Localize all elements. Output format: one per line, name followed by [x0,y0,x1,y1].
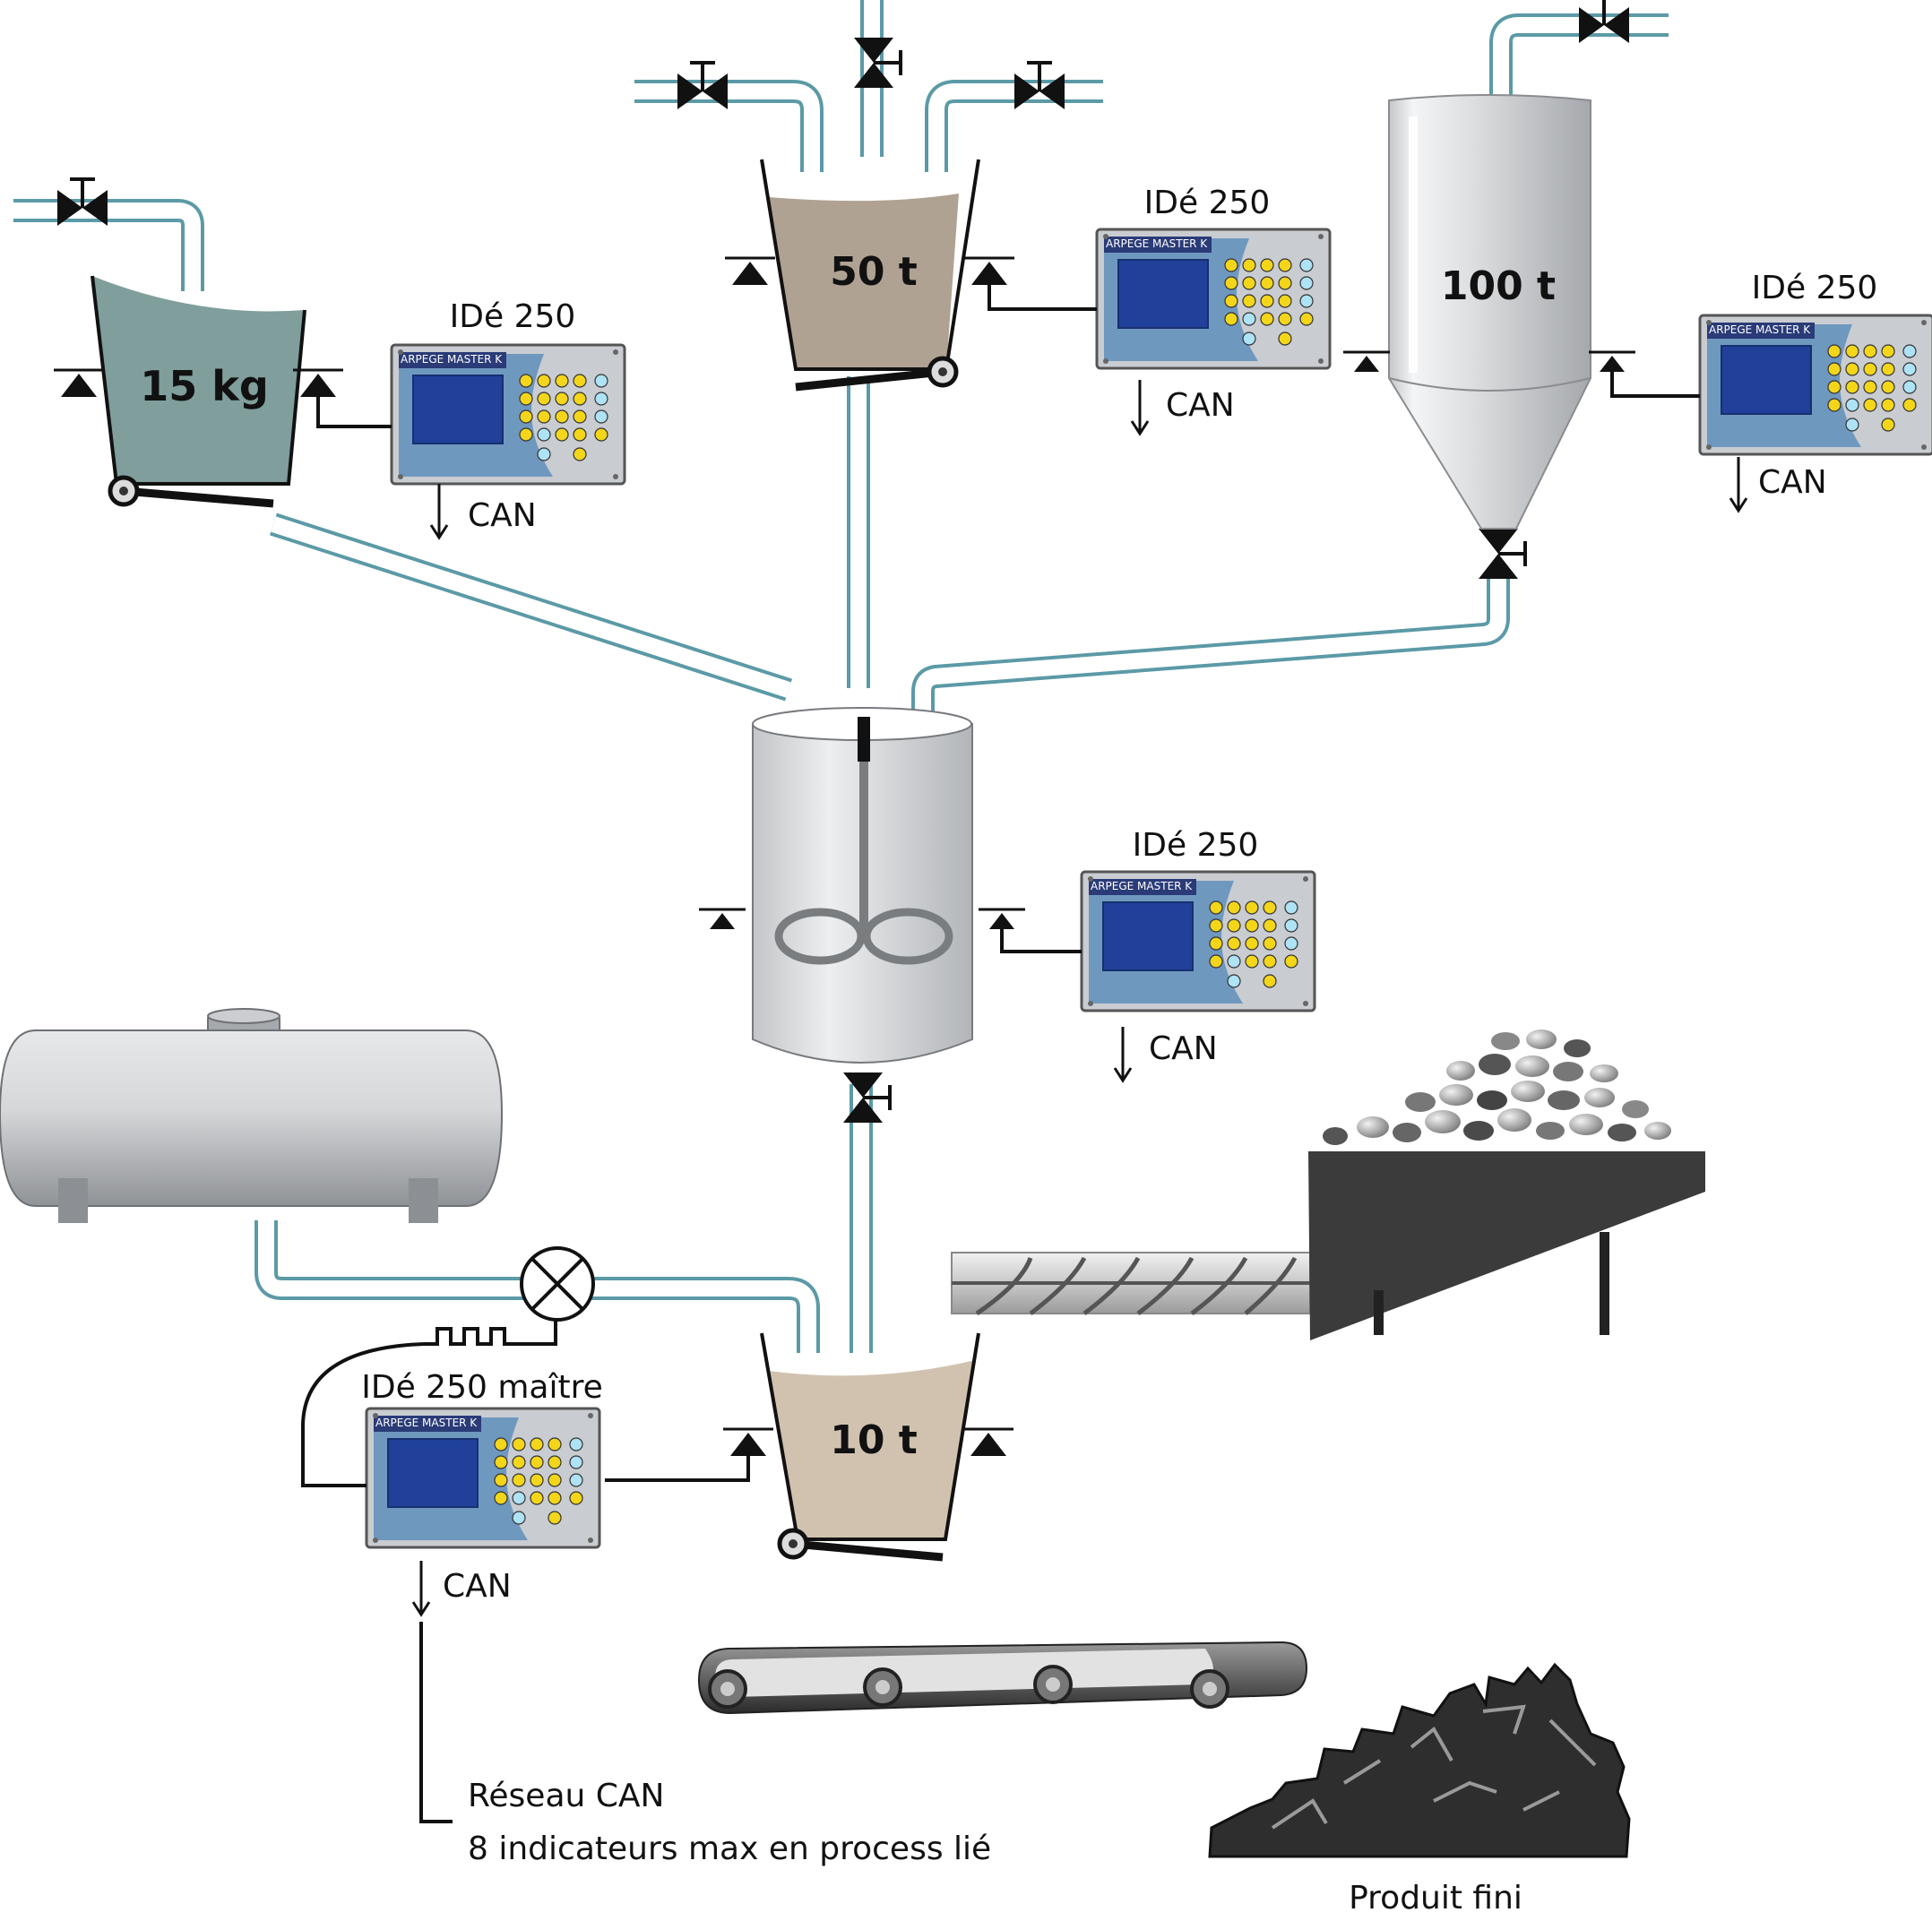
tank-15kg-label: 15 kg [140,362,269,410]
screw-conveyor [951,1252,1311,1316]
can-arrow-mixer [1113,1025,1133,1082]
horizontal-storage-tank [0,1008,504,1223]
indicator-silo-title: IDé 250 [1752,270,1878,306]
indicator-15kg-can: CAN [468,497,537,534]
indicator-mixer-brand: ARPEGE MASTER K [1091,880,1193,892]
load-cell-10t-right [962,1427,1015,1458]
tank-50t: 50 t [723,159,1016,392]
indicator-master: IDé 250 maître ARPEGE MASTER K CAN [301,1342,750,1616]
tank-10t-label: 10 t [830,1417,918,1463]
aggregate-hopper [1308,1029,1705,1340]
indicator-50t-title: IDé 250 [1144,185,1271,221]
load-cell-mixer-left [697,908,747,931]
can-network-title: Réseau CAN [468,1778,664,1814]
indicator-silo-can: CAN [1758,464,1827,501]
load-cell-silo-left [1341,350,1392,374]
silo-100t: 100 t [1341,94,1637,530]
finished-product-pile [1208,1662,1631,1858]
indicator-50t-brand: ARPEGE MASTER K [1106,237,1208,250]
indicator-master-can: CAN [443,1568,512,1605]
load-cell-10t-left [721,1427,775,1458]
indicator-mixer-can: CAN [1149,1030,1218,1067]
can-arrow-50t [1130,378,1150,435]
indicator-silo: IDé 250 ARPEGE MASTER K CAN [1610,270,1932,513]
can-network-note: Réseau CAN 8 indicateurs max en process … [419,1622,991,1867]
can-arrow-master [411,1559,431,1616]
finished-product-label: Produit fini [1349,1880,1522,1917]
indicator-50t: IDé 250 ARPEGE MASTER K CAN [988,185,1332,435]
indicator-mixer-title: IDé 250 [1133,827,1259,864]
tank-15kg: 15 kg [52,275,345,508]
indicator-mixer: IDé 250 ARPEGE MASTER K CAN [1000,827,1316,1082]
tank-10t: 10 t [721,1332,1015,1562]
pipe-network [13,0,1669,1353]
load-cell-50t-left [723,256,777,287]
indicator-15kg: IDé 250 ARPEGE MASTER K CAN [316,298,626,539]
indicator-master-brand: ARPEGE MASTER K [375,1417,478,1429]
indicator-50t-can: CAN [1166,387,1235,424]
valve-silo-outlet[interactable] [1477,527,1527,581]
silo-100t-label: 100 t [1441,263,1556,309]
can-arrow-15kg [429,482,449,539]
mixer-vessel [697,707,1027,1064]
indicator-master-title: IDé 250 maître [361,1369,603,1406]
flow-meter-icon [424,1246,595,1346]
load-cell-15kg-left [52,368,106,399]
indicator-15kg-brand: ARPEGE MASTER K [401,353,503,366]
indicator-15kg-title: IDé 250 [450,298,576,335]
aggregate-pile [1323,1029,1671,1145]
belt-conveyor [697,1641,1308,1715]
can-arrow-silo [1729,455,1748,513]
can-network-note-text: 8 indicateurs max en process lié [468,1831,991,1867]
tank-50t-label: 50 t [830,249,918,295]
indicator-silo-brand: ARPEGE MASTER K [1709,323,1811,336]
